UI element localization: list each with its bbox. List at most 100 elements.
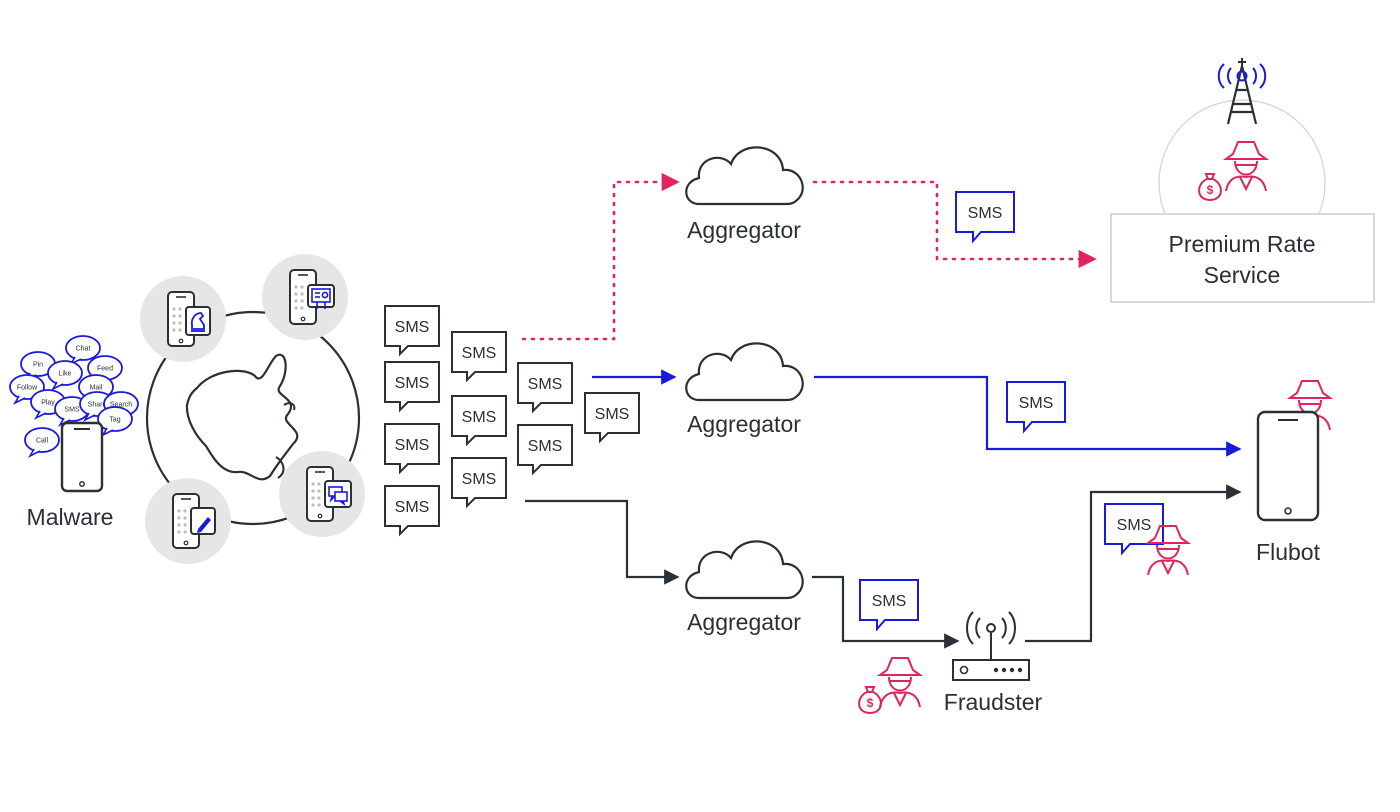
svg-text:Follow: Follow [17, 385, 38, 392]
aggregator-mid: Aggregator [685, 342, 804, 437]
sms-message-spoofed: SMS [1104, 503, 1164, 554]
svg-text:$: $ [1207, 183, 1214, 197]
malware-label: Malware [27, 504, 114, 530]
money-bag-icon: $ [858, 686, 882, 714]
svg-text:SMS: SMS [595, 406, 630, 423]
cloud-icon [685, 146, 804, 206]
malware-node: Pin Chat Like Feed Follow Mail Play SMS … [9, 335, 139, 530]
svg-text:SMS: SMS [528, 376, 563, 393]
sms-message: SMS [517, 424, 573, 474]
continent-shape [185, 353, 299, 481]
malware-bubbles: Pin Chat Like Feed Follow Mail Play SMS … [9, 335, 139, 457]
connector-to-aggregator-bottom [525, 499, 680, 585]
cloud-icon [685, 342, 804, 402]
svg-text:SMS: SMS [462, 471, 497, 488]
chess-knight-icon [190, 312, 205, 332]
bubble-mail: Mail [78, 374, 114, 404]
bubble-tag: Tag [97, 406, 133, 436]
svg-text:SMS: SMS [968, 205, 1003, 222]
premium-rate-node: $ Premium Rate Service [1110, 58, 1375, 303]
svg-text:SMS: SMS [872, 593, 907, 610]
svg-text:$: $ [867, 696, 874, 710]
svg-text:SMS: SMS [1019, 395, 1054, 412]
connector-fraudster-to-flubot [1025, 484, 1242, 643]
svg-text:Feed: Feed [97, 366, 113, 373]
connector-aggregator-top-to-premium [812, 180, 1097, 269]
svg-text:SMS: SMS [528, 438, 563, 455]
svg-text:Pin: Pin [33, 362, 43, 369]
premium-rate-label-line2: Service [1204, 262, 1281, 288]
money-bag-icon: $ [1198, 173, 1222, 201]
svg-text:Share: Share [88, 402, 107, 409]
app-chat [279, 451, 365, 537]
svg-text:Mail: Mail [90, 385, 103, 392]
bubble-like: Like [47, 360, 83, 390]
bubble-sms: SMS [54, 396, 90, 426]
svg-text:SMS: SMS [395, 499, 430, 516]
app-cards [262, 254, 348, 340]
svg-text:Chat: Chat [76, 346, 91, 353]
sms-message: SMS [384, 305, 440, 355]
router-icon [952, 611, 1030, 681]
bubble-share: Share [79, 391, 115, 421]
svg-text:SMS: SMS [1117, 517, 1152, 534]
aggregator-bottom-label: Aggregator [687, 609, 801, 635]
globe-group [140, 254, 365, 564]
svg-text:SMS: SMS [395, 375, 430, 392]
sms-message: SMS [384, 485, 440, 535]
bubble-call: Call [24, 427, 60, 457]
sms-cluster: SMS SMS SMS SMS SMS SMS SMS SMS SMS SMS [384, 305, 640, 535]
globe-icon [145, 310, 361, 526]
bubble-feed: Feed [87, 355, 123, 385]
cloud-icon [685, 540, 804, 600]
sms-message: SMS [384, 423, 440, 473]
victim-phone-icon [1256, 410, 1320, 522]
svg-text:Tag: Tag [109, 417, 120, 424]
aggregator-bottom: Aggregator [685, 540, 804, 635]
sms-message-fraudster: SMS [859, 579, 919, 630]
sms-message: SMS [584, 392, 640, 442]
cell-tower-icon [1217, 58, 1267, 125]
svg-text:SMS: SMS [462, 409, 497, 426]
svg-text:Like: Like [59, 371, 72, 378]
app-pencil [145, 478, 231, 564]
malware-phone-icon [60, 421, 104, 493]
svg-text:Play: Play [41, 400, 55, 407]
bubble-pin: Pin [20, 351, 56, 381]
sms-message-flubot: SMS [1006, 381, 1066, 432]
sms-message: SMS [517, 362, 573, 412]
flubot-label: Flubot [1256, 539, 1321, 565]
svg-text:SMS: SMS [64, 407, 80, 414]
id-card-icon [311, 288, 331, 309]
connector-to-aggregator-top [521, 172, 680, 341]
bubble-search: Search [103, 391, 139, 421]
chat-icon [328, 486, 348, 507]
premium-rate-label-line1: Premium Rate [1169, 231, 1316, 257]
spy-icon [879, 657, 921, 708]
bubble-play: Play [30, 389, 66, 419]
connector-aggregator-mid-to-flubot [814, 375, 1242, 457]
svg-text:SMS: SMS [395, 319, 430, 336]
sms-message: SMS [451, 457, 507, 507]
svg-text:SMS: SMS [462, 345, 497, 362]
bubble-follow: Follow [9, 374, 45, 404]
sms-message: SMS [451, 331, 507, 381]
sms-message: SMS [384, 361, 440, 411]
premium-rate-box [1110, 213, 1375, 303]
aggregator-top-label: Aggregator [687, 217, 801, 243]
svg-text:Search: Search [110, 402, 132, 409]
app-chess [140, 276, 226, 362]
bubble-chat: Chat [65, 335, 101, 365]
flubot-node: Flubot [1256, 380, 1331, 565]
pencil-icon [197, 517, 211, 533]
aggregator-top: Aggregator [685, 146, 804, 243]
svg-text:SMS: SMS [395, 437, 430, 454]
sms-message-premium: SMS [955, 191, 1015, 242]
fraudster-node: $ Fraudster [858, 611, 1043, 715]
sms-message: SMS [451, 395, 507, 445]
fraudster-label: Fraudster [944, 689, 1043, 715]
svg-text:Call: Call [36, 438, 49, 445]
connectors [521, 172, 1242, 649]
connector-aggregator-bottom-to-fraudster [812, 575, 960, 649]
